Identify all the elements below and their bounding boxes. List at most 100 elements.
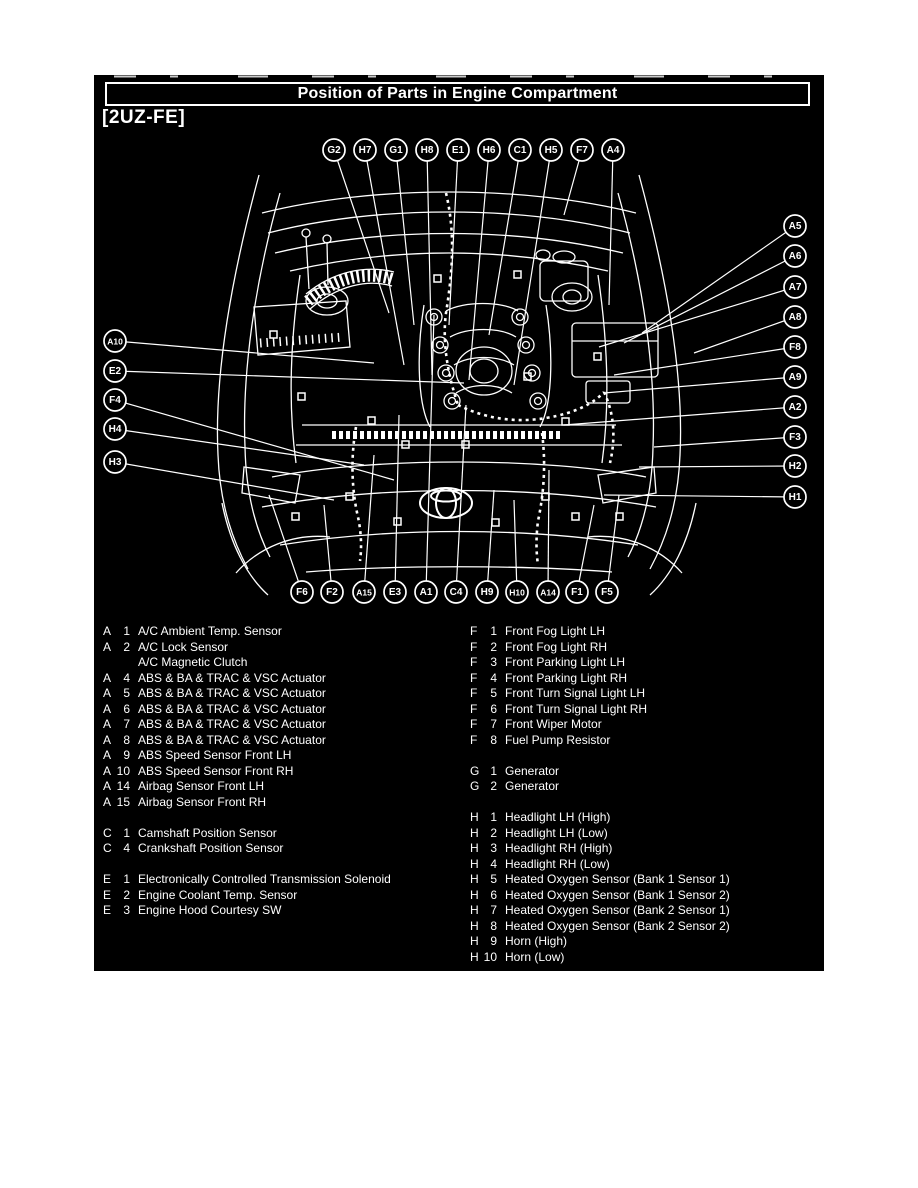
engine-block: [418, 302, 552, 428]
legend-description: A/C Ambient Temp. Sensor: [138, 624, 282, 638]
callout-label-e2: E2: [109, 366, 122, 377]
callout-circle-h5: [539, 138, 563, 162]
leader-line-g1: [395, 149, 415, 326]
fender-crease-left: [243, 192, 281, 558]
air-cleaner-box: [253, 300, 351, 356]
callout-label-a1: A1: [420, 587, 433, 598]
leader-line-h5: [513, 149, 552, 386]
legend-code-letter: A: [103, 763, 112, 778]
body-outline-left: [216, 174, 260, 570]
callout-circle-c4: [444, 580, 468, 604]
leader-line-e2: [114, 370, 465, 384]
legend-description: Front Parking Light RH: [505, 670, 628, 685]
legend-description: Camshaft Position Sensor: [138, 825, 277, 840]
legend-description: Airbag Sensor Front LH: [138, 779, 265, 793]
legend-code-number: 6: [490, 701, 497, 716]
legend-code-number: 4: [490, 670, 497, 685]
legend-code-number: [116, 655, 130, 671]
leader-line-h2: [638, 465, 796, 468]
legend-spacer: [103, 810, 463, 826]
legend-description: A/C Magnetic Clutch: [138, 655, 248, 669]
legend-description: Headlight RH (Low): [505, 856, 610, 871]
leader-line-f8: [613, 346, 796, 376]
callout-circle-a6: [783, 244, 807, 268]
legend-code-number: 5: [490, 686, 497, 700]
callout-circle-f1: [565, 580, 589, 604]
legend-description: ABS Speed Sensor Front RH: [138, 763, 294, 778]
legend-description: Airbag Sensor Front RH: [138, 794, 267, 809]
leader-line-e3: [394, 414, 400, 593]
legend-code-number: 4: [490, 856, 497, 871]
callout-circle-a7: [783, 275, 807, 299]
legend-spacer: [103, 857, 463, 873]
legend-code-number: 2: [490, 639, 497, 654]
legend-code-number: 1: [123, 825, 130, 840]
legend-code-letter: H: [470, 872, 479, 886]
callout-circle-f2: [320, 580, 344, 604]
legend-code-letter: A: [103, 779, 112, 793]
callout-circle-a14: [536, 580, 560, 604]
legend-description: Front Turn Signal Light LH: [505, 686, 646, 700]
leader-line-a4: [608, 149, 614, 306]
callout-circle-g2: [322, 138, 346, 162]
callout-label-a8: A8: [789, 312, 802, 323]
legend-code-letter: H: [470, 934, 479, 948]
legend-spacer: [470, 748, 820, 764]
callout-circle-h8: [415, 138, 439, 162]
legend-code-number: 8: [123, 732, 130, 747]
callout-label-h10: H10: [509, 588, 525, 598]
legend-description: Fuel Pump Resistor: [505, 732, 611, 747]
callout-circle-e1: [446, 138, 470, 162]
callout-label-a4: A4: [607, 145, 620, 156]
leader-line-a6: [623, 255, 796, 344]
legend-code-letter: F: [470, 624, 478, 638]
legend-description: Heated Oxygen Sensor (Bank 1 Sensor 2): [505, 887, 730, 902]
legend-description: ABS & BA & TRAC & VSC Actuator: [138, 732, 326, 747]
legend-description: Front Turn Signal Light RH: [505, 701, 648, 716]
headlight-right: [597, 466, 657, 504]
legend-code-number: 1: [123, 872, 130, 886]
legend-description: ABS & BA & TRAC & VSC Actuator: [138, 670, 326, 685]
legend-code-letter: G: [470, 779, 480, 793]
legend-code-number: 8: [490, 732, 497, 747]
leader-line-f6: [268, 494, 303, 593]
engine-code-label: [2UZ-FE]: [102, 107, 186, 128]
callout-label-f8: F8: [789, 342, 801, 353]
legend-code-letter: A: [103, 670, 112, 685]
callout-circle-e2: [103, 359, 127, 383]
legend-code-letter: F: [470, 639, 478, 654]
callout-label-h4: H4: [109, 424, 122, 435]
leader-line-c4: [455, 404, 467, 593]
legend-description: Generator: [505, 779, 560, 793]
legend-code-letter: H: [470, 887, 479, 902]
bay-wall-right: [597, 274, 608, 464]
legend-code-letter: H: [470, 903, 479, 917]
legend-code-letter: H: [470, 841, 479, 855]
legend-code-number: 9: [490, 934, 497, 948]
legend-code-letter: F: [470, 670, 478, 685]
legend-code-number: 5: [123, 686, 130, 700]
legend-code-letter: A: [103, 732, 112, 747]
legend-code-letter: A: [103, 686, 112, 700]
leader-line-h7: [364, 149, 405, 366]
connectors: [269, 270, 624, 527]
legend-description: Headlight RH (High): [505, 841, 613, 855]
leader-line-f2: [323, 504, 333, 593]
callout-circle-c1: [508, 138, 532, 162]
legend-description: Front Fog Light RH: [505, 639, 608, 654]
callout-circle-a4: [601, 138, 625, 162]
legend-code-number: 1: [490, 763, 497, 778]
callout-label-h9: H9: [481, 587, 494, 598]
callout-circle-a10: [103, 329, 127, 353]
legend-description: Generator: [505, 763, 560, 778]
callout-circle-a2: [783, 395, 807, 419]
callout-circle-a8: [783, 305, 807, 329]
leader-line-a10: [114, 340, 375, 364]
